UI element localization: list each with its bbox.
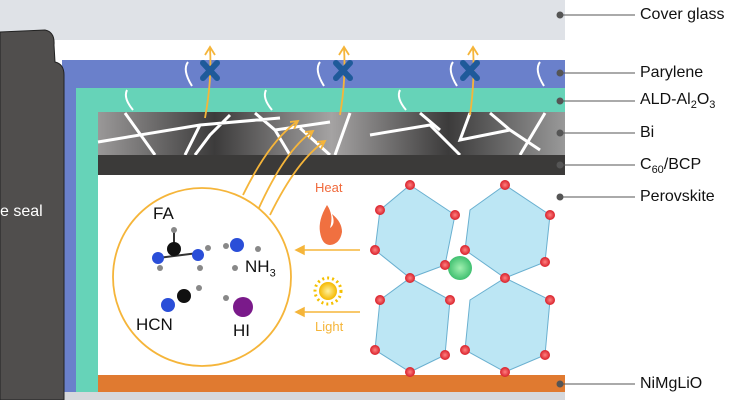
nh3-sub: 3 [269, 267, 276, 280]
edge-seal-label: e seal [0, 203, 43, 220]
label-hcn: HCN [136, 315, 173, 334]
molecule-fa [152, 227, 211, 271]
parylene-layer [62, 60, 565, 88]
label-light: Light [315, 319, 344, 334]
c60-bcp-layer [98, 155, 565, 175]
stimulus-arrows [294, 244, 360, 318]
ald-sub2: 3 [709, 99, 716, 112]
label-nimglio: NiMgLiO [640, 375, 703, 392]
ald-text: ALD-Al [640, 91, 691, 108]
ald-layer [76, 88, 565, 112]
blocked-x-icons [200, 60, 480, 81]
molecule-hcn [161, 285, 202, 312]
bi-cracks [97, 111, 547, 157]
cover-glass-layer [0, 0, 565, 40]
c60-sub: 60 [651, 164, 664, 177]
sun-icon [313, 276, 343, 306]
label-cover-glass: Cover glass [640, 6, 725, 23]
c60-text: C [640, 156, 652, 173]
escape-arrows [204, 45, 479, 216]
ald-mid: O [696, 91, 710, 108]
label-heat: Heat [315, 180, 343, 195]
ald-sub1: 2 [690, 99, 697, 112]
label-c60-bcp: C60/BCP [640, 156, 701, 179]
molecule-nh3 [223, 238, 261, 271]
label-perovskite: Perovskite [640, 188, 715, 205]
bcp-text: /BCP [663, 156, 702, 173]
label-nh3: NH3 [245, 257, 276, 279]
flame-icon [319, 205, 342, 245]
moisture-paths [124, 61, 545, 111]
label-parylene: Parylene [640, 64, 704, 81]
nimglio-layer [98, 375, 565, 392]
nh3-text: NH [245, 257, 270, 276]
label-bi: Bi [640, 124, 655, 141]
label-fa: FA [153, 204, 174, 223]
edge-seal [0, 29, 65, 400]
molecule-hi [223, 295, 253, 317]
perovskite-crystal [370, 180, 555, 377]
label-ald: ALD-Al2O3 [640, 91, 715, 114]
label-hi: HI [233, 321, 250, 340]
leader-lines [556, 11, 635, 388]
decomposition-products-circle [112, 187, 292, 367]
